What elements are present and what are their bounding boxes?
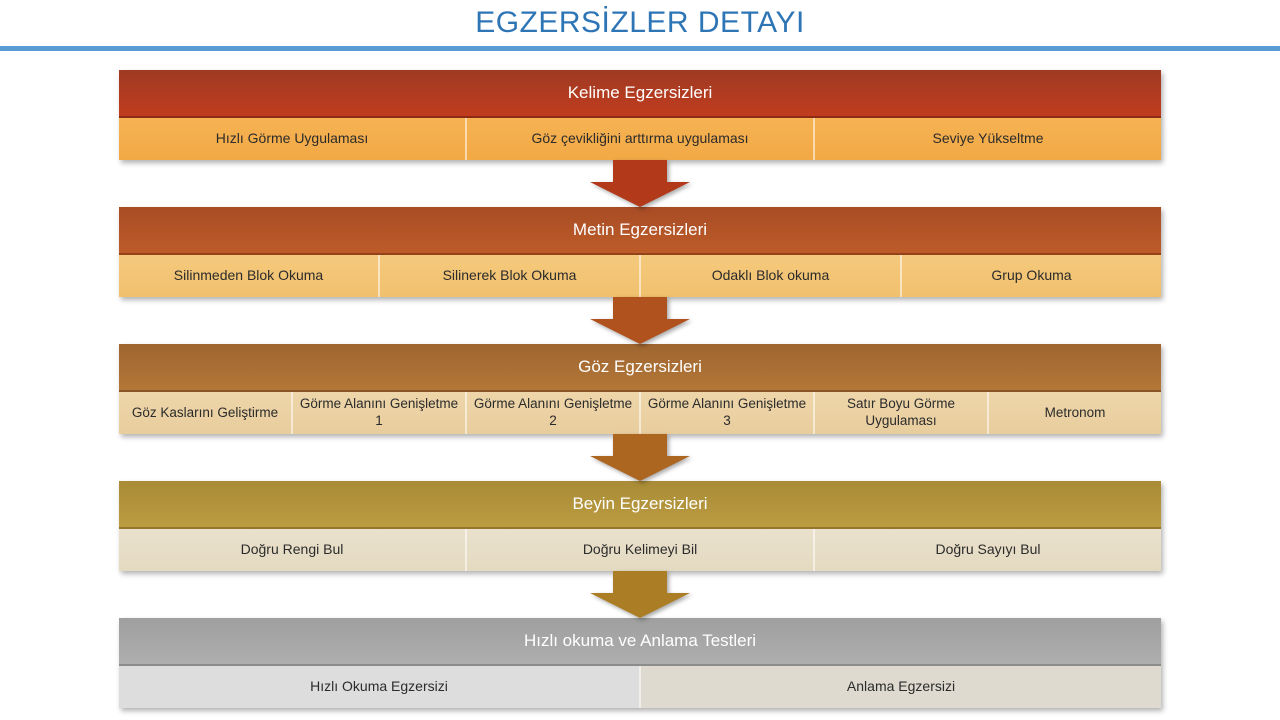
exercise-cell: Hızlı Görme Uygulaması — [215, 130, 369, 147]
section-header: Beyin Egzersizleri — [119, 481, 1161, 529]
exercise-cell: Hızlı Okuma Egzersizi — [119, 666, 639, 708]
down-arrow-shape — [590, 160, 690, 207]
exercise-cell: Göz çevikliğini arttırma uygulaması — [465, 118, 813, 160]
section-header: Hızlı okuma ve Anlama Testleri — [119, 618, 1161, 666]
section-goz-egzersizleri: Göz Egzersizleri Göz Kaslarını Geliştirm… — [119, 344, 1161, 434]
exercise-cell: Satır Boyu Görme Uygulaması — [813, 392, 987, 434]
exercise-cell: Grup Okuma — [900, 255, 1161, 297]
exercise-cell: Doğru Sayıyı Bul — [813, 529, 1161, 571]
exercise-cell: Odaklı Blok okuma — [639, 255, 900, 297]
exercise-cell: Silinerek Blok Okuma — [378, 255, 639, 297]
down-arrow-icon — [0, 297, 1280, 344]
down-arrow-icon — [0, 160, 1280, 207]
down-arrow-shape — [590, 434, 690, 481]
section-row: Hızlı Görme Uygulaması Göz çevikliğini ar… — [119, 118, 1161, 160]
page-title: EGZERSİZLER DETAYI — [475, 6, 805, 39]
exercise-cell: Metronom — [987, 392, 1161, 434]
down-arrow-shape — [590, 571, 690, 618]
exercise-cell: Seviye Yükseltme — [813, 118, 1161, 160]
exercise-cell: Anlama Egzersizi — [639, 666, 1161, 708]
section-row: Silinmeden Blok Okuma Silinerek Blok Okum… — [119, 255, 1161, 297]
exercise-cell: Doğru Kelimeyi Bil — [465, 529, 813, 571]
down-arrow-icon — [0, 571, 1280, 618]
exercise-cell: Görme Alanını Genişletme 3 — [639, 392, 813, 434]
exercise-cell: Görme Alanını Genişletme 2 — [465, 392, 639, 434]
section-header: Metin Egzersizleri — [119, 207, 1161, 255]
exercise-cell: Doğru Rengi Bul — [240, 541, 344, 558]
section-metin-egzersizleri: Metin Egzersizleri Silinmeden Blok Okuma… — [119, 207, 1161, 297]
section-hizli-okuma-ve-anlama-testleri: Hızlı okuma ve Anlama Testleri Hızlı Oku… — [119, 618, 1161, 708]
section-kelime-egzersizleri: Kelime Egzersizleri Hızlı Görme Uygulama… — [119, 70, 1161, 160]
title-underline — [0, 46, 1280, 51]
exercise-cell: Görme Alanını Genişletme 1 — [291, 392, 465, 434]
section-row: Göz Kaslarını Geliştirme Görme Alanını Ge… — [119, 392, 1161, 434]
section-header: Göz Egzersizleri — [119, 344, 1161, 392]
exercise-diagram: Kelime Egzersizleri Hızlı Görme Uygulama… — [0, 70, 1280, 708]
down-arrow-icon — [0, 434, 1280, 481]
down-arrow-shape — [590, 297, 690, 344]
exercise-cell: Silinmeden Blok Okuma — [173, 267, 324, 284]
section-header: Kelime Egzersizleri — [119, 70, 1161, 118]
exercise-cell: Göz Kaslarını Geliştirme — [131, 404, 279, 420]
